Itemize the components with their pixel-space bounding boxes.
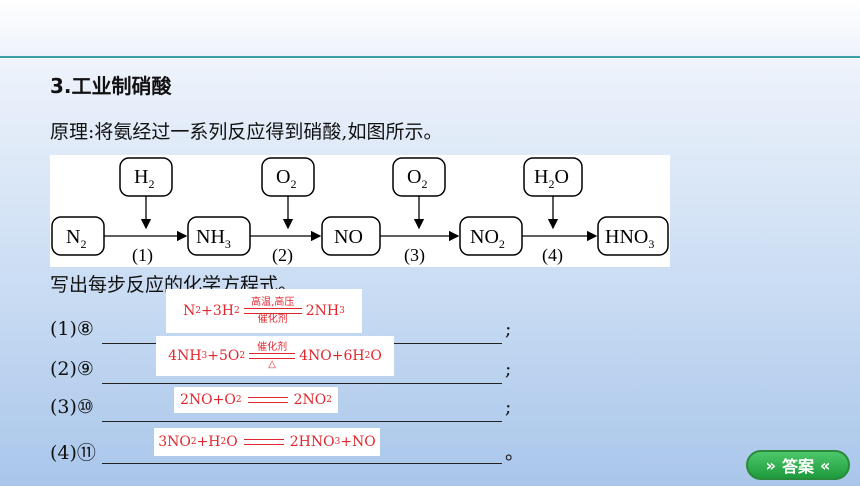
reactant-box-4: H2O	[523, 157, 583, 197]
step-label-1: (1)	[132, 245, 153, 266]
chain-box-no: NO	[321, 216, 381, 256]
reaction-diagram-svg: H2 O2 O2 H2O N2	[51, 157, 669, 266]
answer-blank	[102, 463, 502, 464]
svg-text:H2: H2	[134, 166, 154, 191]
question-line-2: (2)⑨ ;	[50, 358, 511, 384]
step-label-2: (2)	[272, 245, 293, 266]
reactant-box-3: O2	[392, 157, 446, 197]
chain-box-no2: NO2	[459, 216, 523, 256]
line-end-punct: ;	[505, 318, 512, 340]
question-number: (2)⑨	[50, 358, 94, 380]
question-number: (3)⑩	[50, 396, 94, 418]
question-line-3: (3)⑩ ;	[50, 396, 511, 422]
question-number: (4)⑪	[50, 442, 96, 464]
header-band	[0, 0, 860, 56]
reactant-box-2: O2	[261, 157, 315, 197]
svg-text:NO2: NO2	[470, 226, 505, 251]
reaction-diagram: H2 O2 O2 H2O N2	[50, 155, 670, 267]
equals-sign	[247, 397, 288, 403]
line-end-punct: 。	[505, 442, 525, 464]
svg-text:HNO3: HNO3	[605, 226, 654, 251]
svg-text:NO: NO	[334, 226, 363, 248]
line-end-punct: ;	[505, 358, 512, 380]
answer-button[interactable]: » 答案 «	[746, 450, 850, 480]
answer-blank	[102, 421, 502, 422]
svg-text:H2O: H2O	[534, 166, 569, 191]
chain-box-hno3: HNO3	[597, 216, 669, 256]
reactant-box-1: H2	[119, 157, 173, 197]
principle-text: 原理:将氨经过一系列反应得到硝酸,如图所示。	[50, 121, 443, 143]
answer-button-label: 答案	[781, 457, 814, 476]
chevron-right-icon: »	[765, 455, 776, 475]
svg-text:O2: O2	[276, 166, 296, 191]
chain-box-n2: N2	[51, 216, 105, 256]
svg-text:N2: N2	[66, 226, 86, 251]
line-end-punct: ;	[505, 396, 512, 418]
step-label-4: (4)	[542, 245, 563, 266]
header-divider	[0, 56, 860, 58]
equals-sign	[243, 439, 284, 445]
chevron-left-icon: «	[820, 455, 831, 475]
reaction-condition: 催化剂 △	[249, 342, 296, 370]
svg-text:NH3: NH3	[196, 226, 231, 251]
question-number: (1)⑧	[50, 318, 94, 340]
section-title: 3.工业制硝酸	[50, 74, 172, 98]
svg-text:O2: O2	[407, 166, 427, 191]
question-line-4: (4)⑪ 。	[50, 438, 524, 464]
reaction-condition: 高温,高压 催化剂	[243, 297, 302, 325]
answer-blank	[102, 383, 502, 384]
chain-box-nh3: NH3	[187, 216, 251, 256]
step-label-3: (3)	[404, 245, 425, 266]
